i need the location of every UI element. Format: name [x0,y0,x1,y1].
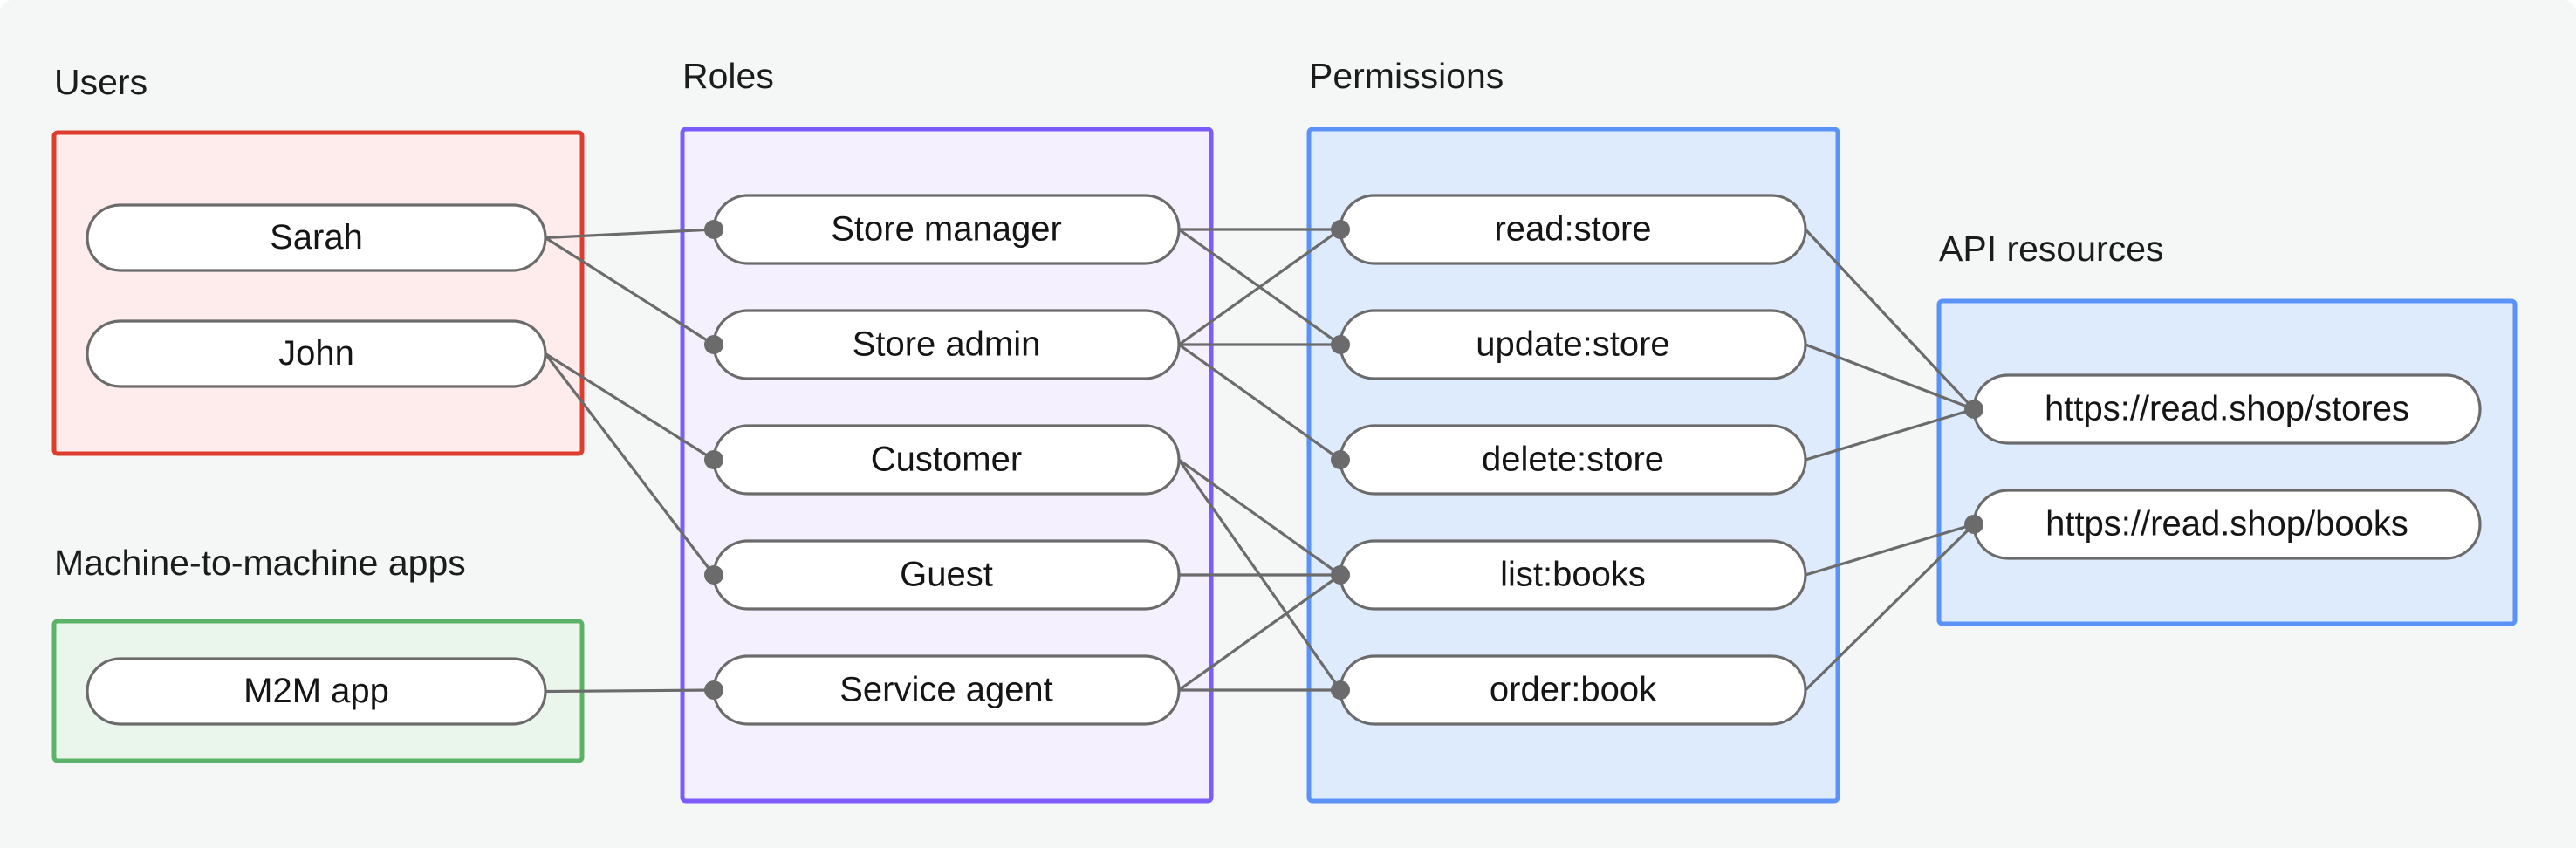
node-sarah[interactable]: Sarah [86,203,547,272]
connector-dot-store-manager [704,220,723,239]
node-service-agent[interactable]: Service agent [712,654,1181,726]
node-list-books[interactable]: list:books [1339,539,1807,611]
node-guest[interactable]: Guest [712,539,1181,611]
edge-layer [544,228,1976,694]
node-res-stores[interactable]: https://read.shop/stores [1972,373,2482,445]
node-pill-m2m-app[interactable] [86,657,547,726]
node-customer[interactable]: Customer [712,424,1181,496]
group-title-users: Users [54,62,147,102]
node-delete-store[interactable]: delete:store [1339,424,1807,496]
group-box-api-resources [1936,298,2518,626]
node-label-delete-store: delete:store [1482,441,1664,479]
node-label-res-books: https://read.shop/books [2045,505,2408,544]
edge-m2m-app-to-service-agent [545,688,715,694]
node-label-john: John [278,334,354,373]
edge-sarah-to-store-manager [545,228,715,240]
connector-dot-update-store [1331,335,1350,354]
node-label-m2m-app: M2M app [243,672,389,710]
connector-dot-read-store [1331,220,1350,239]
node-label-store-manager: Store manager [831,210,1062,249]
node-order-book[interactable]: order:book [1339,654,1807,726]
node-label-customer: Customer [871,441,1022,479]
edge-read-store-to-res-stores [1804,228,1976,411]
node-label-guest: Guest [900,556,993,594]
group-box-users [51,130,585,456]
connector-dot-delete-store [1331,450,1350,469]
connector-dot-res-books [1964,515,1983,534]
node-m2m-app[interactable]: M2M app [86,657,547,726]
connector-dot-customer [704,450,723,469]
edge-update-store-to-res-stores [1805,343,1975,411]
node-label-sarah: Sarah [270,218,363,256]
connector-dot-list-books [1331,565,1350,585]
connector-dot-res-stores [1964,400,1983,419]
group-title-api-resources: API resources [1939,229,2164,269]
node-label-order-book: order:book [1490,671,1657,709]
edge-store-admin-to-delete-store [1178,343,1341,462]
node-read-store[interactable]: read:store [1339,194,1807,265]
group-title-permissions: Permissions [1309,56,1504,96]
group-title-roles: Roles [682,56,774,96]
connector-dot-order-book [1331,680,1350,700]
edge-store-admin-to-read-store [1178,228,1341,346]
group-title-m2m: Machine-to-machine apps [54,543,466,583]
node-store-manager[interactable]: Store manager [712,194,1181,265]
node-store-admin[interactable]: Store admin [712,309,1181,380]
node-label-service-agent: Service agent [839,671,1053,709]
node-pill-john[interactable] [86,319,547,388]
node-label-update-store: update:store [1476,325,1669,364]
edge-john-to-guest [544,352,716,576]
node-label-read-store: read:store [1494,210,1651,249]
node-john[interactable]: John [86,319,547,388]
node-label-res-stores: https://read.shop/stores [2045,390,2409,428]
connector-dot-service-agent [704,680,723,700]
node-label-store-admin: Store admin [853,325,1041,364]
node-pill-sarah[interactable] [86,203,547,272]
connector-dot-store-admin [704,335,723,354]
port-layer [704,220,1983,700]
edge-john-to-customer [545,352,715,462]
edge-delete-store-to-res-stores [1805,407,1975,462]
edge-sarah-to-store-admin [545,236,715,346]
edge-service-agent-to-list-books [1178,573,1341,692]
connector-dot-guest [704,565,723,585]
edge-order-book-to-res-books [1804,523,1976,692]
edge-customer-to-list-books [1178,458,1341,577]
node-res-books[interactable]: https://read.shop/books [1972,489,2482,560]
edge-list-books-to-res-books [1805,523,1975,577]
node-label-list-books: list:books [1500,556,1646,594]
node-update-store[interactable]: update:store [1339,309,1807,380]
